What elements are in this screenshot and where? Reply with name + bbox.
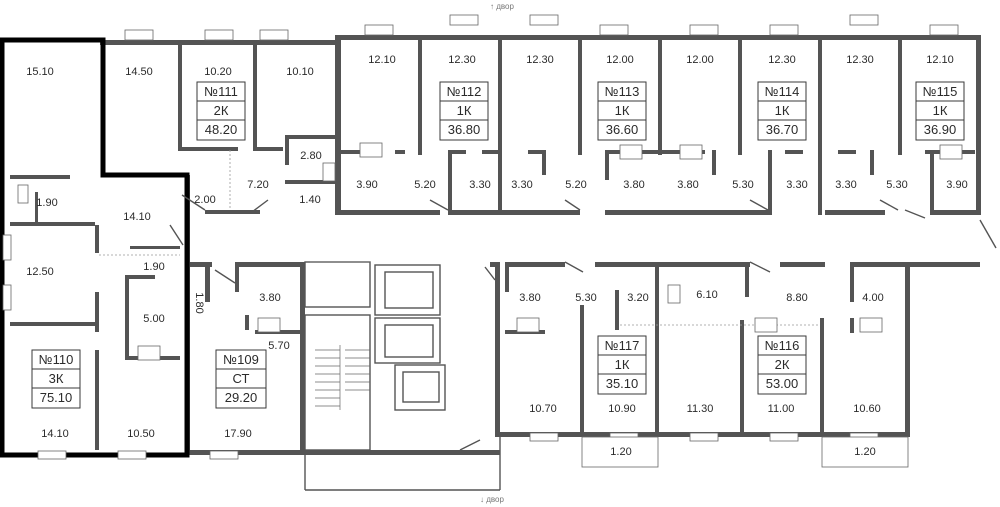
room-area: 5.00 — [143, 313, 164, 325]
room-area: 10.90 — [608, 403, 636, 415]
room-area: 5.30 — [732, 179, 753, 191]
room-area: 12.10 — [926, 54, 954, 66]
apt-type: 1К — [933, 103, 948, 118]
guide-lines — [99, 150, 997, 491]
room-area: 8.80 — [786, 292, 807, 304]
apt-type: 2К — [214, 103, 229, 118]
apt-area: 36.60 — [606, 122, 639, 137]
room-area: 1.90 — [36, 197, 57, 209]
room-area: 5.20 — [565, 179, 586, 191]
apt-number: №116 — [765, 338, 800, 353]
direction-bottom: ↓ двор — [480, 495, 505, 504]
room-area: 11.00 — [768, 403, 795, 415]
room-area: 7.20 — [247, 179, 268, 191]
room-area: 3.80 — [623, 179, 644, 191]
direction-top: ↑ двор — [490, 2, 515, 11]
apt-114-label[interactable]: №114 1К 36.70 — [757, 81, 807, 141]
apt-area: 48.20 — [205, 122, 238, 137]
room-area: 5.30 — [886, 179, 907, 191]
apt-110-label[interactable]: №110 3К 75.10 — [31, 349, 81, 409]
room-area: 3.20 — [627, 292, 648, 304]
interior-walls — [10, 40, 975, 450]
room-area: 10.20 — [204, 66, 232, 78]
apt-number: №112 — [447, 84, 482, 99]
room-area: 3.30 — [835, 179, 856, 191]
apt-113-label[interactable]: №113 1К 36.60 — [597, 81, 647, 141]
room-area: 3.30 — [511, 179, 532, 191]
apt-number: №109 — [223, 352, 259, 367]
room-area: 3.90 — [356, 179, 377, 191]
apt-type: 3К — [49, 371, 64, 386]
apt-area: 29.20 — [225, 390, 258, 405]
room-area: 14.50 — [125, 66, 153, 78]
room-area: 12.30 — [448, 54, 476, 66]
room-area: 11.30 — [687, 403, 714, 415]
apt-area: 75.10 — [40, 390, 73, 405]
room-area: 12.10 — [368, 54, 396, 66]
apt-area: 53.00 — [766, 376, 799, 391]
room-area: 12.00 — [686, 54, 714, 66]
room-area: 3.80 — [519, 292, 540, 304]
room-area: 12.00 — [606, 54, 634, 66]
apt-117-label[interactable]: №117 1К 35.10 — [597, 335, 647, 395]
apt-type: 2К — [775, 357, 790, 372]
room-area: 12.30 — [526, 54, 554, 66]
apt-110-outline — [0, 37, 190, 458]
apt-111-label[interactable]: №111 2К 48.20 — [196, 81, 246, 141]
apt-type: 1К — [775, 103, 790, 118]
room-area: 1.80 — [193, 292, 205, 313]
room-area: 4.00 — [862, 292, 883, 304]
apt-number: №114 — [765, 84, 800, 99]
apt-area: 36.70 — [766, 122, 799, 137]
room-area: 10.70 — [529, 403, 557, 415]
room-area: 14.10 — [41, 428, 69, 440]
room-area: 14.10 — [123, 211, 151, 223]
room-areas: 15.10 14.50 10.20 10.10 12.10 12.30 12.3… — [26, 54, 967, 458]
room-area: 12.30 — [846, 54, 874, 66]
apt-type: 1К — [615, 357, 630, 372]
windows — [2, 14, 959, 468]
apt-number: №115 — [923, 84, 958, 99]
room-area: 5.70 — [268, 340, 289, 352]
room-area: 3.80 — [259, 292, 280, 304]
room-area: 3.90 — [946, 179, 967, 191]
apt-112-label[interactable]: №112 1К 36.80 — [439, 81, 489, 141]
room-area: 10.10 — [286, 66, 314, 78]
room-area: 5.30 — [575, 292, 596, 304]
apt-115-label[interactable]: №115 1К 36.90 — [915, 81, 965, 141]
apt-116-label[interactable]: №116 2К 53.00 — [757, 335, 807, 395]
room-area: 6.10 — [696, 289, 717, 301]
apt-area: 36.80 — [448, 122, 481, 137]
room-area: 3.30 — [786, 179, 807, 191]
room-area: 2.00 — [194, 194, 215, 206]
apt-type: 1К — [457, 103, 472, 118]
apt-number: №117 — [605, 338, 640, 353]
room-area: 12.50 — [26, 266, 54, 278]
room-area: 10.50 — [127, 428, 155, 440]
room-area: 1.40 — [299, 194, 320, 206]
room-area: 3.30 — [469, 179, 490, 191]
apt-number: №111 — [204, 84, 238, 99]
room-area: 1.20 — [610, 446, 631, 458]
apt-type: 1К — [615, 103, 630, 118]
room-area: 17.90 — [224, 428, 252, 440]
apt-number: №113 — [605, 84, 640, 99]
room-area: 12.30 — [768, 54, 796, 66]
bath-fixtures — [17, 142, 963, 361]
apt-109-label[interactable]: №109 СТ 29.20 — [215, 349, 267, 409]
room-area: 10.60 — [853, 403, 881, 415]
room-area: 2.80 — [300, 150, 321, 162]
apt-area: 36.90 — [924, 122, 957, 137]
room-area: 15.10 — [26, 66, 54, 78]
apt-type: СТ — [233, 371, 250, 386]
room-area: 1.90 — [143, 261, 164, 273]
room-area: 1.20 — [854, 446, 875, 458]
stair-core — [304, 261, 446, 451]
apt-area: 35.10 — [606, 376, 639, 391]
apt-number: №110 — [39, 352, 74, 367]
room-area: 3.80 — [677, 179, 698, 191]
room-area: 5.20 — [414, 179, 435, 191]
